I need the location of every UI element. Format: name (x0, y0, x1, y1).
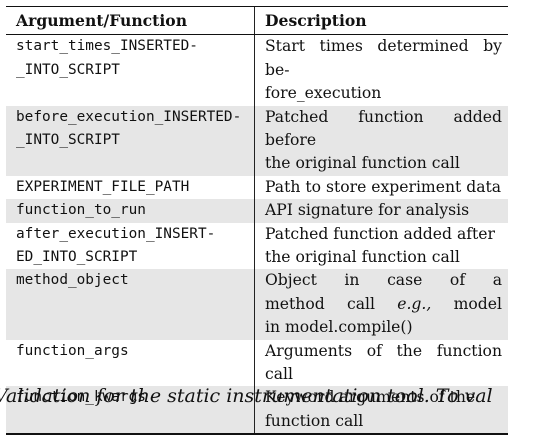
table-bottom-rule (6, 433, 508, 435)
table-body: start_times_INSERTED- _INTO_SCRIPT Start t… (6, 35, 508, 434)
description-cell: Object in case of a method call e.g., mod… (255, 269, 508, 339)
italic-eg: e.g., (397, 294, 432, 313)
description-line: the original function call (265, 247, 460, 266)
header-description: Description (265, 11, 367, 31)
header-argument: Argument/Function (6, 7, 255, 35)
description-line: Start times determined by be- (265, 37, 502, 79)
description-cell: Patched function added after the original… (255, 223, 508, 270)
description-cell: Patched function added before the origina… (255, 106, 508, 176)
description-line: fore_execution (265, 84, 382, 103)
table-row: function_to_run API signature for analysi… (6, 199, 508, 223)
description-cell: Start times determined by be-fore_execut… (255, 35, 508, 105)
argument-line: EXPERIMENT_FILE_PATH (16, 178, 190, 195)
description-cell: API signature for analysis (255, 199, 508, 222)
description-line: Arguments of the function call (265, 341, 502, 383)
table-header-row: Argument/Function Description (6, 7, 508, 35)
description-line: Object in case of a (265, 271, 502, 290)
argument-line: _INTO_SCRIPT (16, 61, 120, 78)
argument-cell: EXPERIMENT_FILE_PATH (6, 175, 255, 200)
argument-line: ED_INTO_SCRIPT (16, 248, 138, 265)
arguments-table: Argument/Function Description start_time… (6, 6, 508, 435)
description-line: the original function call (265, 154, 460, 173)
argument-line: function_args (16, 342, 129, 359)
table-row: before_execution_INSERTED- _INTO_SCRIPT Pa… (6, 105, 508, 176)
description-line: Keyword arguments of the (265, 388, 476, 407)
argument-line: after_execution_INSERT- (16, 225, 216, 242)
argument-line: before_execution_INSERTED- (16, 108, 242, 125)
table-row: start_times_INSERTED- _INTO_SCRIPT Start t… (6, 35, 508, 106)
table-top-rule (6, 6, 508, 8)
argument-cell: method_object (6, 269, 255, 340)
description-line: API signature for analysis (265, 201, 470, 220)
paragraph-caption: Validation for the static instrumentatio… (0, 385, 493, 407)
table-row: method_object Object in case of a method c… (6, 269, 508, 340)
argument-line: start_times_INSERTED- (16, 38, 198, 55)
description-line: Patched function added after (265, 224, 495, 243)
argument-cell: before_execution_INSERTED- _INTO_SCRIPT (6, 105, 255, 176)
description-line: method call e.g., model (265, 294, 502, 313)
description-line: in model.compile() (265, 318, 413, 337)
argument-cell: after_execution_INSERT- ED_INTO_SCRIPT (6, 222, 255, 270)
argument-cell: function_args (6, 339, 255, 387)
description-line: function call (265, 411, 364, 430)
description-cell: Arguments of the function call (255, 340, 508, 387)
argument-line: method_object (16, 272, 129, 289)
description-cell: Path to store experiment data (255, 176, 508, 199)
table-header-rule (6, 34, 508, 36)
argument-line: function_to_run (16, 202, 146, 219)
argument-line: _INTO_SCRIPT (16, 131, 120, 148)
description-line: Path to store experiment data (265, 177, 502, 196)
table-row: function_args Arguments of the function c… (6, 339, 508, 387)
table-row: after_execution_INSERT- ED_INTO_SCRIPT Pat… (6, 222, 508, 270)
argument-line: function_kwargs (16, 389, 146, 406)
table-row: EXPERIMENT_FILE_PATH Path to store experi… (6, 175, 508, 200)
argument-cell: start_times_INSERTED- _INTO_SCRIPT (6, 35, 255, 106)
description-line: Patched function added before (265, 107, 502, 149)
argument-cell: function_to_run (6, 199, 255, 223)
